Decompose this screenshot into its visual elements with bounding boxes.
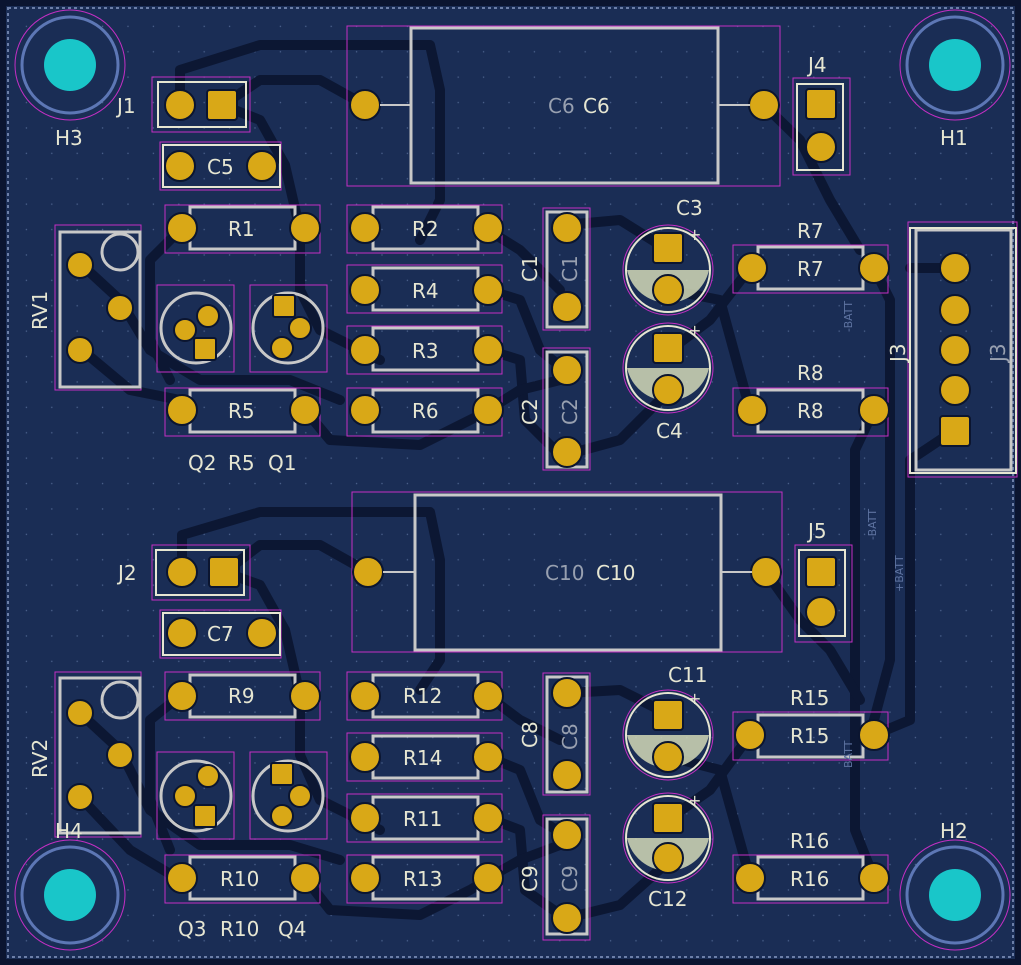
label-c9: C9 — [518, 865, 542, 892]
label-c9-body: C9 — [558, 865, 582, 892]
label-c1-body: C1 — [558, 255, 582, 282]
label-c11: C11 — [668, 663, 707, 687]
label-c8-body: C8 — [558, 723, 582, 750]
label-c3: C3 — [676, 196, 703, 220]
label-c7: C7 — [207, 622, 234, 646]
label-r2: R2 — [412, 217, 439, 241]
label-c10-b: C10 — [596, 561, 635, 585]
label-c12: C12 — [648, 887, 687, 911]
label-q3: Q3 — [178, 917, 206, 941]
label-c1: C1 — [518, 255, 542, 282]
label-r7: R7 — [797, 257, 824, 281]
label-j3-body: J3 — [986, 343, 1010, 364]
board-edge — [7, 7, 1014, 958]
label-c4: C4 — [656, 419, 683, 443]
polarity-mark-c12: + — [688, 791, 701, 810]
label-q4: Q4 — [278, 917, 306, 941]
label-q1: Q1 — [268, 451, 296, 475]
label-r8-top: R8 — [797, 361, 824, 385]
label-c2: C2 — [518, 398, 542, 425]
pads — [66, 88, 971, 934]
label-r9: R9 — [228, 684, 255, 708]
label-r6: R6 — [412, 399, 439, 423]
label-c5: C5 — [207, 155, 234, 179]
label-r4: R4 — [412, 279, 439, 303]
label-r5-bottom: R5 — [228, 451, 255, 475]
net-label-batt-neg-top: -BATT — [842, 301, 855, 332]
label-j2: J2 — [116, 561, 137, 585]
mounting-holes — [20, 15, 1005, 945]
label-r15: R15 — [790, 724, 829, 748]
label-r15-top: R15 — [790, 686, 829, 710]
polarity-mark-c11: + — [688, 689, 701, 708]
label-c10-a: C10 — [545, 561, 584, 585]
body-leads — [380, 104, 752, 573]
label-q2: Q2 — [188, 451, 216, 475]
label-r14: R14 — [403, 746, 442, 770]
label-c6-a: C6 — [548, 94, 575, 118]
label-h1: H1 — [940, 126, 968, 150]
net-label-batt-neg-mid: -BATT — [866, 509, 879, 540]
label-j3: J3 — [886, 343, 910, 364]
label-r16-top: R16 — [790, 829, 829, 853]
label-h3: H3 — [55, 126, 83, 150]
label-r5: R5 — [228, 399, 255, 423]
label-h4: H4 — [55, 819, 83, 843]
label-r1: R1 — [228, 217, 255, 241]
label-r12: R12 — [403, 684, 442, 708]
label-c2-body: C2 — [558, 398, 582, 425]
label-j5: J5 — [806, 519, 827, 543]
label-h2: H2 — [940, 819, 968, 843]
label-r8: R8 — [797, 399, 824, 423]
net-label-batt-pos: +BATT — [893, 555, 906, 592]
label-r10-bottom: R10 — [220, 917, 259, 941]
label-j4: J4 — [806, 53, 827, 77]
label-r3: R3 — [412, 339, 439, 363]
label-rv2: RV2 — [28, 739, 52, 778]
label-j1: J1 — [115, 94, 136, 118]
polarity-mark-c3: + — [688, 225, 701, 244]
polarity-mark-c4: + — [688, 321, 701, 340]
label-r16: R16 — [790, 867, 829, 891]
label-c8: C8 — [518, 721, 542, 748]
label-c6-b: C6 — [583, 94, 610, 118]
label-rv1: RV1 — [28, 291, 52, 330]
label-r7-top: R7 — [797, 219, 824, 243]
label-r11: R11 — [403, 807, 442, 831]
net-label-batt: BATT — [842, 740, 855, 768]
label-r13: R13 — [403, 867, 442, 891]
silkscreen-outlines — [155, 81, 1017, 881]
label-r10: R10 — [220, 867, 259, 891]
